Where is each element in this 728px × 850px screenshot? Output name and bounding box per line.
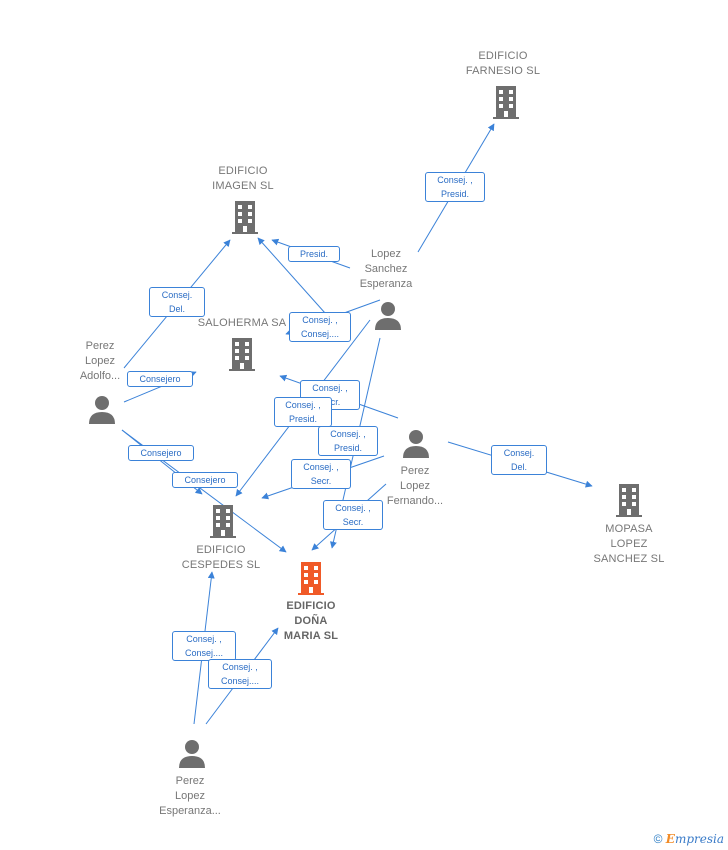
edge-label-presid[interactable]: Presid. [288,246,340,262]
edge-label-consej-del[interactable]: Consej. Del. [149,287,205,317]
edge-label-consej-presid[interactable]: Consej. , Presid. [425,172,485,202]
node-label-cespedes[interactable]: EDIFICIO CESPEDES SL [181,544,261,571]
node-label-farnesio[interactable]: EDIFICIO FARNESIO SL [465,50,541,77]
person-icon[interactable] [401,428,431,458]
person-icon[interactable] [373,300,403,330]
edge-label-consej-presid[interactable]: Consej. , Presid. [274,397,332,427]
edge-label-consej-presid[interactable]: Consej. , Presid. [318,426,378,456]
node-label-dona-maria[interactable]: EDIFICIO DOÑA MARIA SL [283,600,339,642]
edge-label-consej-secr[interactable]: Consej. , Secr. [291,459,351,489]
node-label-perez-esperanza[interactable]: Perez Lopez Esperanza... [159,775,221,817]
node-label-mopasa[interactable]: MOPASA LOPEZ SANCHEZ SL [593,523,665,565]
brand-logo: Empresia [665,832,724,846]
person-icon[interactable] [177,738,207,768]
node-label-perez-adolfo[interactable]: Perez Lopez Adolfo... [79,340,121,382]
brand-watermark: © Empresia [654,832,724,846]
copyright-symbol: © [653,832,663,846]
edge-label-consej-consej[interactable]: Consej. , Consej.... [289,312,351,342]
edge-label-consejero[interactable]: Consejero [172,472,238,488]
edge-label-consej-del[interactable]: Consej. Del. [491,445,547,475]
building-icon-highlighted[interactable] [296,560,326,596]
building-icon[interactable] [491,84,521,120]
building-icon[interactable] [614,482,644,518]
edge-label-consej-consej[interactable]: Consej. , Consej.... [208,659,272,689]
edge-label-consejero[interactable]: Consejero [128,445,194,461]
node-label-perez-fernando[interactable]: Perez Lopez Fernando... [386,465,444,507]
building-icon[interactable] [208,503,238,539]
person-icon[interactable] [87,394,117,424]
building-icon[interactable] [230,199,260,235]
node-label-lopez-sanchez[interactable]: Lopez Sanchez Esperanza [359,248,413,290]
node-label-saloherma[interactable]: SALOHERMA SA [197,317,287,329]
edge-label-consej-consej[interactable]: Consej. , Consej.... [172,631,236,661]
node-label-imagen[interactable]: EDIFICIO IMAGEN SL [212,165,274,192]
edge-label-consejero[interactable]: Consejero [127,371,193,387]
building-icon[interactable] [227,336,257,372]
edge-label-consej-secr[interactable]: Consej. , Secr. [323,500,383,530]
